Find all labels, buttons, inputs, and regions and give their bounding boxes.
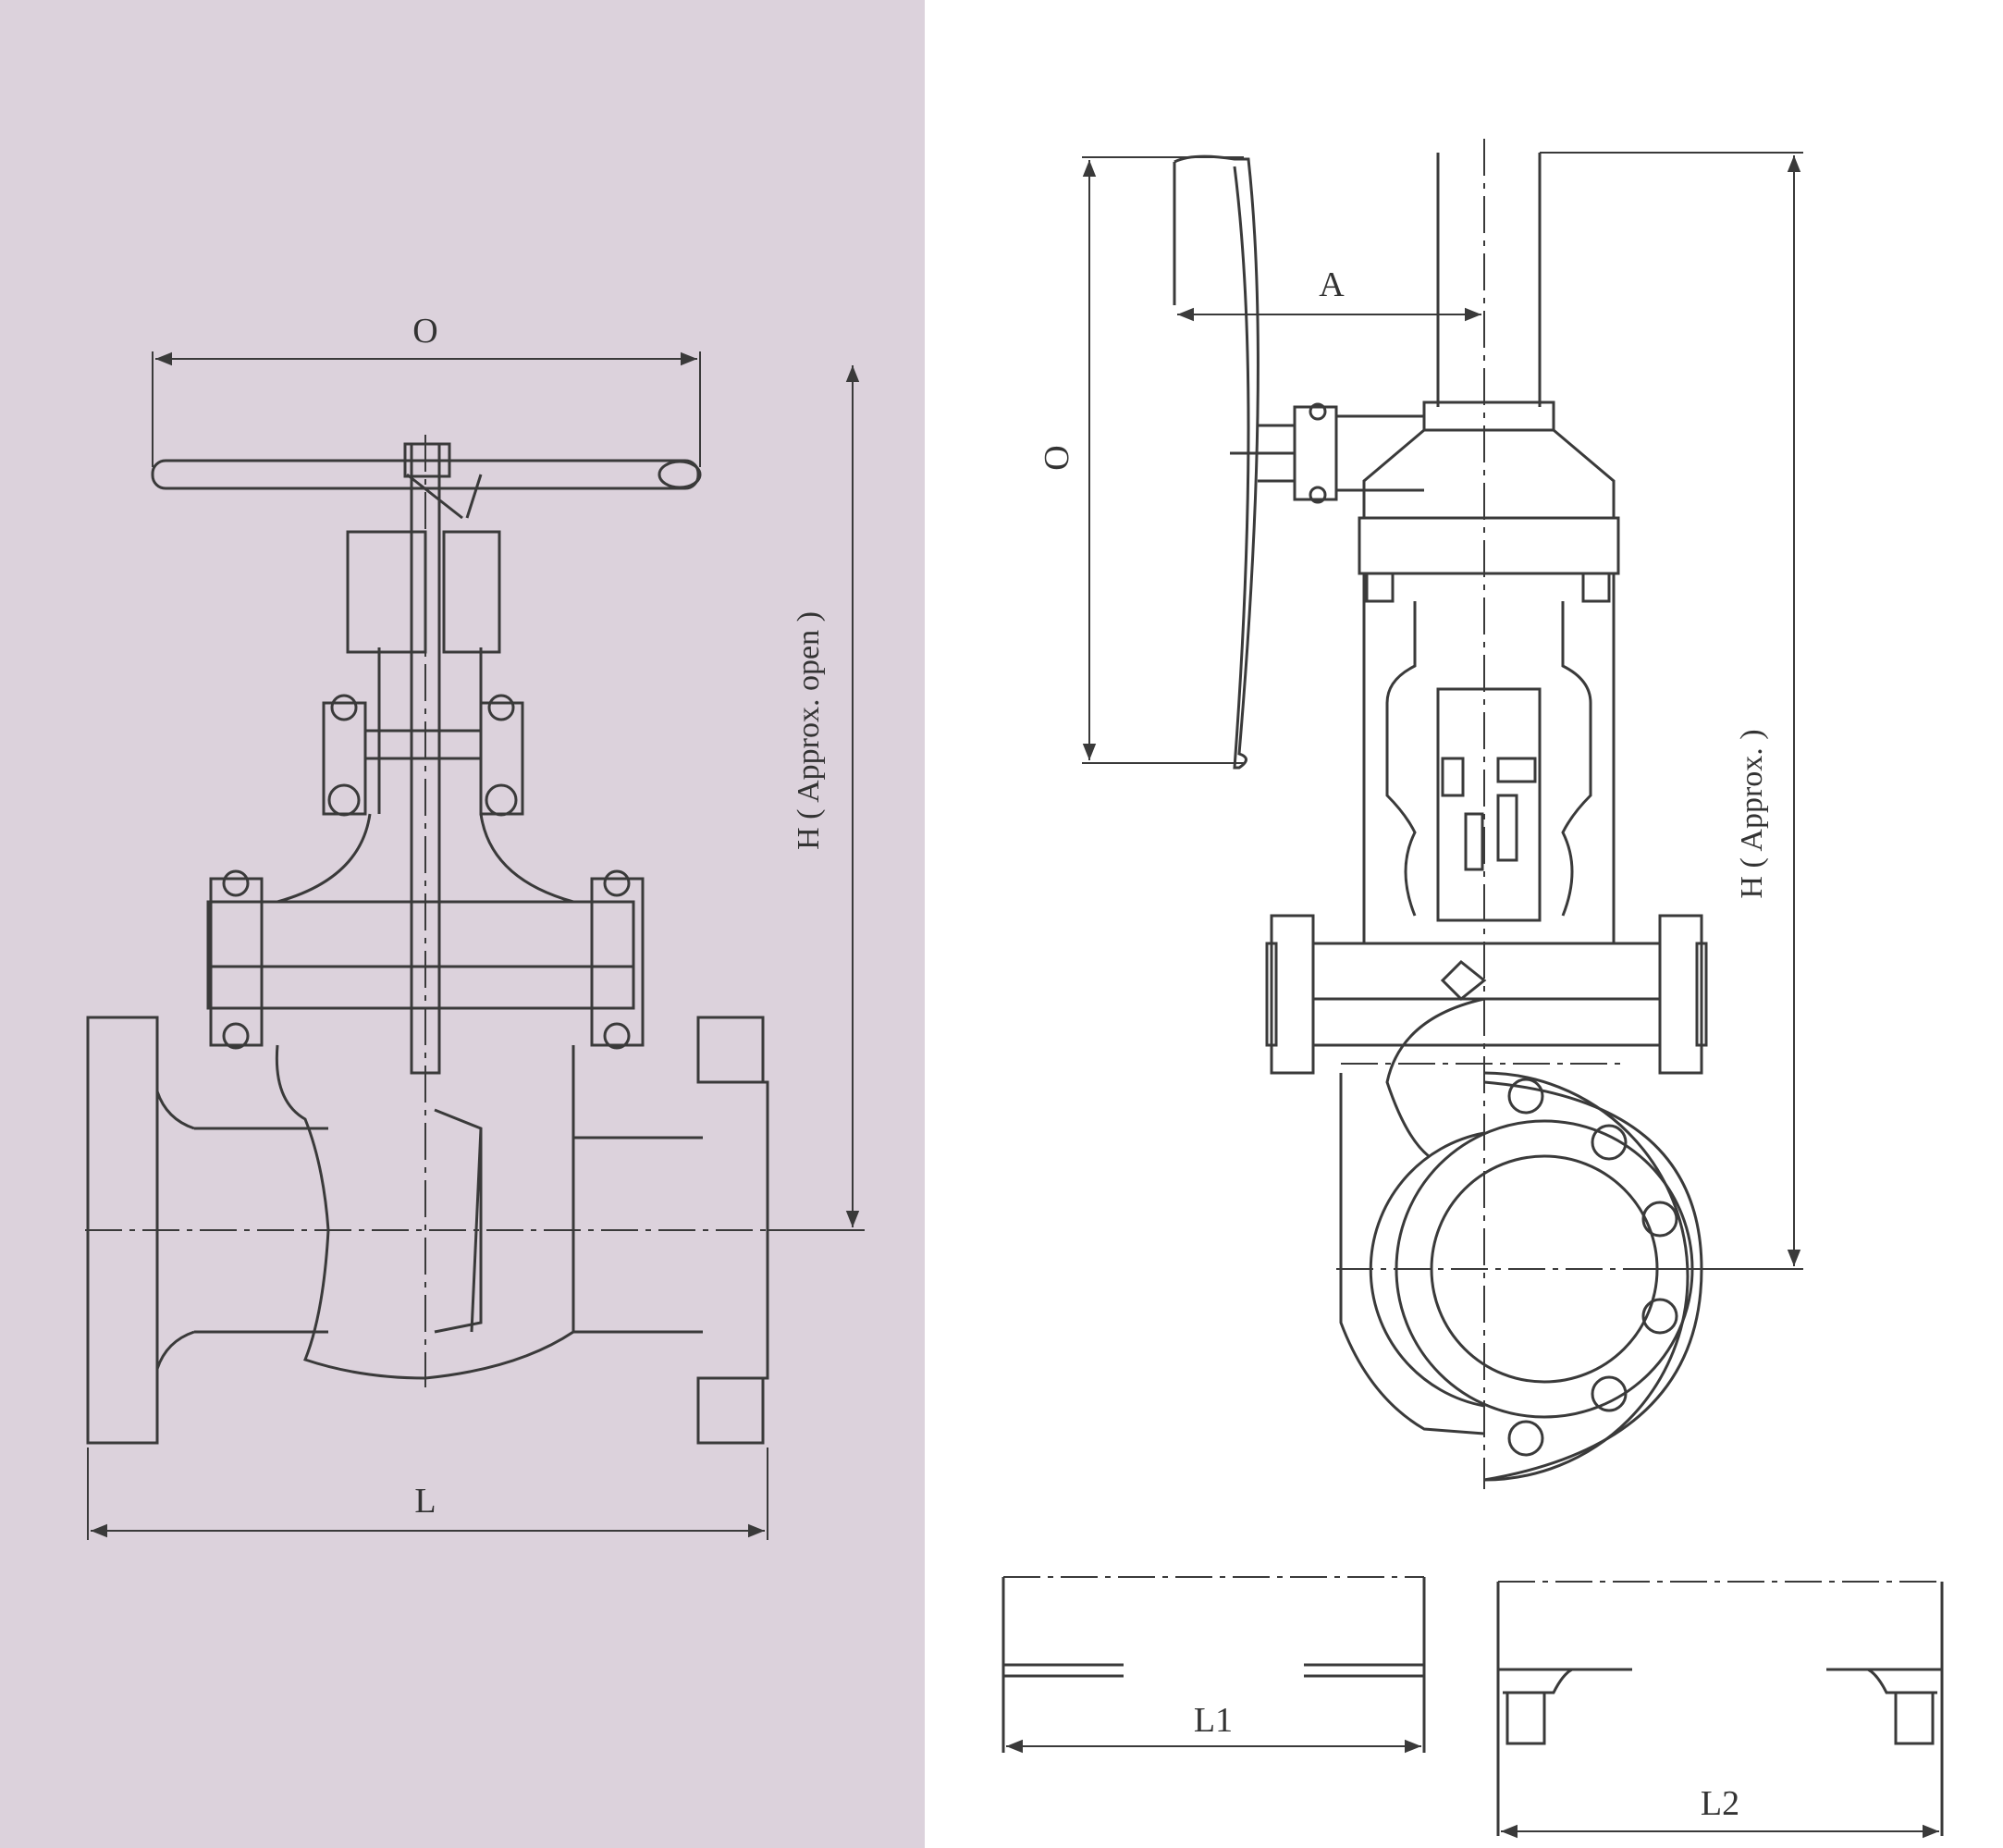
yoke-and-stem — [322, 442, 524, 1075]
side-elevation-view: O A H ( Approx. ) — [1038, 139, 1803, 1489]
dimension-o-right: O — [1038, 156, 1244, 764]
end-detail-l2: L2 — [1496, 1581, 1944, 1839]
dimension-h-right: H ( Approx. ) — [1540, 152, 1803, 1270]
label-l1: L1 — [1194, 1701, 1233, 1740]
label-o-right: O — [1038, 445, 1076, 470]
valve-body — [194, 1044, 703, 1380]
label-h-left: H ( Approx. open ) — [792, 611, 826, 850]
dimension-h-left: H ( Approx. open ) — [768, 365, 865, 1231]
front-elevation-view: O H ( Approx. open ) L — [85, 312, 865, 1540]
dimension-o-left: O — [152, 312, 701, 467]
handwheel-side — [1173, 154, 1424, 770]
stem-and-gearhead — [1358, 153, 1620, 603]
bonnet-flange — [206, 813, 645, 1050]
label-l-left: L — [414, 1482, 436, 1521]
label-o-left: O — [412, 312, 437, 351]
yoke-side — [1362, 573, 1616, 943]
dimension-a-right: A — [1177, 265, 1481, 322]
left-panel-background — [0, 0, 925, 1848]
label-l2: L2 — [1701, 1784, 1739, 1823]
body-side — [1339, 997, 1703, 1482]
bonnet-flange-side — [1265, 914, 1708, 1075]
label-a-right: A — [1319, 265, 1345, 304]
dimension-l-left: L — [87, 1448, 768, 1540]
end-detail-l1: L1 — [1002, 1576, 1426, 1754]
label-h-right: H ( Approx. ) — [1735, 729, 1769, 898]
